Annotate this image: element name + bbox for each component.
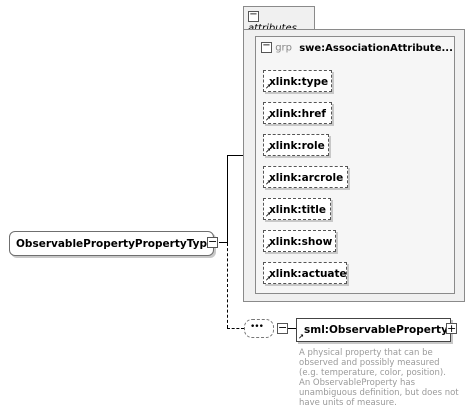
- attribute-xlink-show[interactable]: xlink:show ↗: [263, 230, 336, 252]
- doc-line: (e.g. temperature, color, position).: [299, 368, 446, 378]
- reference-arrow-icon: ↗: [265, 147, 271, 155]
- doc-line: observed and possibly measured: [299, 358, 440, 368]
- connector: [227, 155, 228, 243]
- attribute-label: xlink:role: [269, 140, 325, 152]
- sequence-icon: •••: [250, 322, 264, 332]
- attribute-xlink-arcrole[interactable]: xlink:arcrole ↗: [263, 166, 348, 188]
- reference-arrow-icon: ↗: [298, 333, 304, 341]
- reference-arrow-icon: ↗: [265, 179, 271, 187]
- attributes-collapse-icon[interactable]: −: [248, 9, 259, 22]
- group-name: swe:AssociationAttribute...: [299, 42, 453, 54]
- connector: [227, 155, 244, 156]
- plus-icon: +: [447, 322, 457, 335]
- attribute-label: xlink:type: [269, 76, 329, 88]
- attribute-xlink-actuate[interactable]: xlink:actuate ↗: [263, 262, 347, 284]
- attribute-xlink-title[interactable]: xlink:title ↗: [263, 198, 331, 220]
- group-kind-label: grp: [275, 42, 292, 54]
- attribute-xlink-type[interactable]: xlink:type ↗: [263, 70, 332, 92]
- doc-line: A physical property that can be: [299, 348, 433, 358]
- connector: [227, 243, 228, 328]
- element-documentation: A physical property that can be observed…: [299, 348, 469, 408]
- attributes-tab[interactable]: − attributes: [243, 6, 315, 34]
- element-expand-toggle[interactable]: +: [446, 323, 457, 334]
- doc-line: unambiguous definition, but does not: [299, 388, 459, 398]
- group-collapse-icon[interactable]: −: [261, 40, 272, 53]
- reference-arrow-icon: ↗: [265, 83, 271, 91]
- attribute-xlink-href[interactable]: xlink:href ↗: [263, 102, 332, 124]
- attribute-label: xlink:title: [269, 204, 326, 216]
- attributes-tab-label: attributes: [248, 22, 297, 34]
- reference-arrow-icon: ↗: [265, 115, 271, 123]
- reference-arrow-icon: ↗: [265, 211, 271, 219]
- root-type-label: ObservablePropertyPropertyType: [16, 238, 215, 250]
- root-type-node[interactable]: ObservablePropertyPropertyType: [9, 231, 214, 256]
- attribute-label: xlink:show: [269, 236, 333, 248]
- reference-arrow-icon: ↗: [265, 275, 271, 283]
- observable-property-element[interactable]: sml:ObservableProperty ↗: [296, 318, 451, 342]
- sequence-compositor[interactable]: •••: [244, 319, 274, 338]
- attribute-label: xlink:actuate: [269, 268, 347, 280]
- connector: [288, 328, 296, 329]
- attribute-label: xlink:href: [269, 108, 326, 120]
- reference-arrow-icon: ↗: [265, 243, 271, 251]
- doc-line: An ObservableProperty has: [299, 378, 416, 388]
- root-collapse-toggle[interactable]: −: [207, 235, 218, 248]
- connector: [227, 328, 244, 329]
- doc-line: have units of measure.: [299, 398, 397, 408]
- minus-icon: −: [208, 235, 218, 248]
- attribute-xlink-role[interactable]: xlink:role ↗: [263, 134, 329, 156]
- element-label: sml:ObservableProperty: [304, 324, 448, 336]
- sequence-collapse-toggle[interactable]: −: [277, 321, 288, 334]
- attribute-group-header[interactable]: − grp swe:AssociationAttribute...: [261, 40, 453, 56]
- attribute-label: xlink:arcrole: [269, 172, 344, 184]
- connector: [219, 242, 227, 243]
